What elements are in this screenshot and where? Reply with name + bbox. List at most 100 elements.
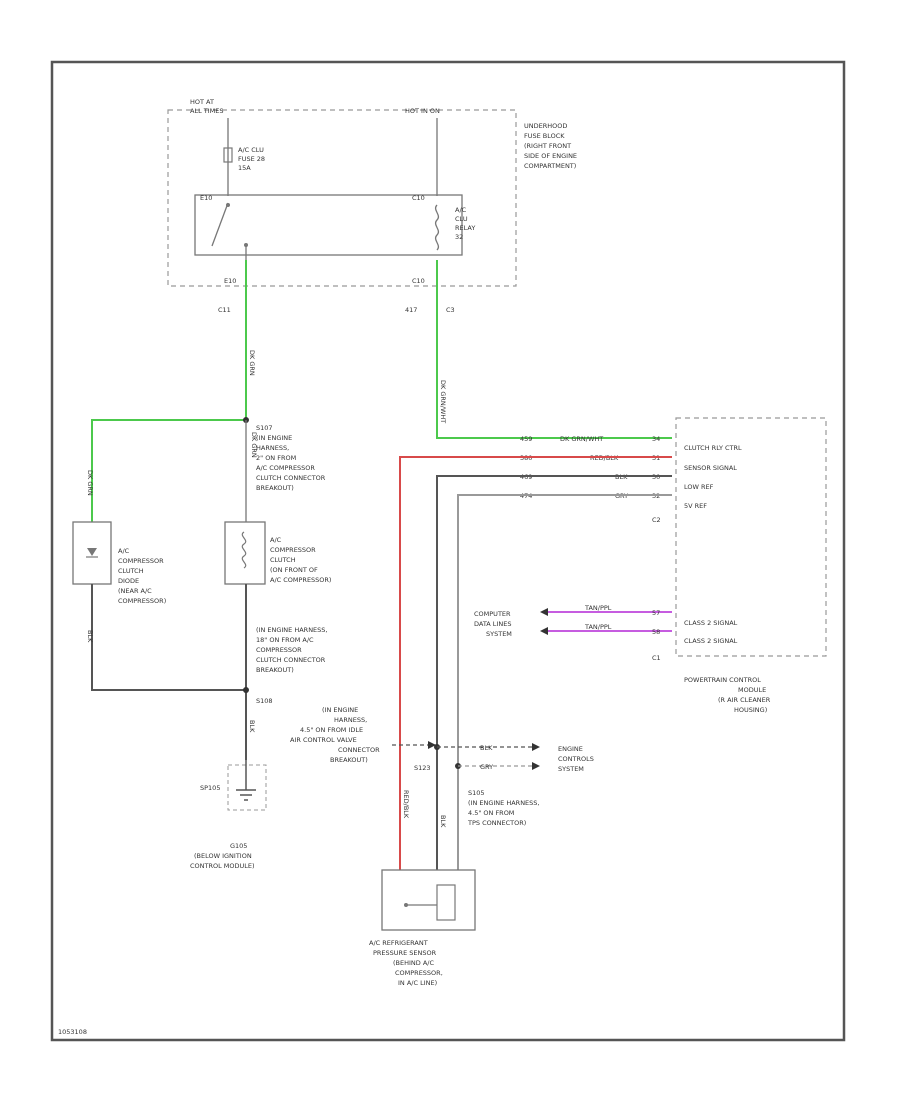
terminal-e10-bottom: E10 [224, 277, 236, 285]
sensor-label-4: COMPRESSOR, [395, 969, 443, 977]
s107-label-3: HARNESS, [256, 444, 289, 452]
wire-label-gry-short: GRY [480, 763, 493, 771]
fuse-block-label-3: (RIGHT FRONT [524, 142, 571, 150]
clutch-label-3: CLUTCH [270, 556, 296, 564]
wire-label-dk-grn-1: DK GRN [248, 350, 256, 376]
engine-controls-3: SYSTEM [558, 765, 584, 773]
wire-label-dk-grn-wht-horizontal: DK GRN/WHT [560, 435, 603, 443]
relay-box [194, 194, 463, 256]
splice-left-6: BREAKOUT) [330, 756, 368, 764]
clutch-label-5: A/C COMPRESSOR) [270, 576, 331, 584]
terminal-e10-top: E10 [200, 194, 212, 202]
splice-s123-label: S123 [414, 764, 431, 772]
diagram-frame [50, 60, 846, 1042]
diode-label-2: COMPRESSOR [118, 557, 164, 565]
hot-at-all-times-line1: HOT AT [190, 98, 214, 106]
pcm-outline [675, 417, 827, 657]
hot-at-all-times-line2: ALL TIMES [190, 107, 223, 115]
sensor-label-3: (BEHIND A/C [393, 959, 434, 967]
s108-label-5: BREAKOUT) [256, 666, 294, 674]
fuse-symbol [223, 147, 233, 163]
s105-label-3: 4.5" ON FROM [468, 809, 514, 817]
splice-s108-dot [243, 687, 249, 693]
wire-num-459: 459 [520, 435, 532, 443]
ground-dashed-box [227, 764, 267, 811]
wire-label-red-blk-vertical: RED/BLK [402, 790, 410, 819]
pcm-name-4: HOUSING) [734, 706, 767, 714]
wire-label-purple-1: TAN/PPL [584, 604, 612, 612]
sensor-label-2: PRESSURE SENSOR [373, 949, 437, 957]
wire-dk-grn-wht [436, 260, 672, 439]
pcm-name-1: POWERTRAIN CONTROL [684, 676, 761, 684]
wire-label-blk-short: BLK [480, 744, 493, 752]
pin-34: 34 [652, 435, 660, 443]
fuse-block-outline [167, 109, 517, 287]
splice-left-4: AIR CONTROL VALVE [290, 736, 357, 744]
fuse-label-1: A/C CLU [238, 146, 264, 154]
diode-label-3: CLUTCH [118, 567, 144, 575]
pcm-line-sensor-signal: SENSOR SIGNAL [684, 464, 737, 472]
wire-blk [436, 475, 672, 870]
sensor-box [381, 869, 476, 931]
wire-label-blk-diode: BLK [86, 630, 94, 643]
wire-label-blk-vertical: BLK [439, 815, 447, 828]
s108-label-6: S108 [256, 697, 273, 705]
ground-label-1: G105 [230, 842, 247, 850]
pin-58: 58 [652, 628, 660, 636]
pcm-line-low-ref: LOW REF [684, 483, 714, 491]
diode-label-6: COMPRESSOR) [118, 597, 166, 605]
s107-label-5: A/C COMPRESSOR [256, 464, 315, 472]
hot-in-on-label: HOT IN ON [405, 107, 440, 115]
s108-label-2: 18" ON FROM A/C [256, 636, 314, 644]
computer-data-2: DATA LINES [474, 620, 511, 628]
s107-label-2: (IN ENGINE [256, 434, 292, 442]
wire-label-dk-grn-3: DK GRN [250, 432, 258, 458]
connector-c11: C11 [218, 306, 231, 314]
wire-label-dk-grn-2: DK GRN [86, 470, 94, 496]
pcm-class2-1: CLASS 2 SIGNAL [684, 619, 738, 627]
s107-label-4: 2" ON FROM [256, 454, 296, 462]
pcm-line-clutch-rly: CLUTCH RLY CTRL [684, 444, 742, 452]
ground-label-3: CONTROL MODULE) [190, 862, 255, 870]
s108-label-1: (IN ENGINE HARNESS, [256, 626, 327, 634]
ground-label-2: (BELOW IGNITION [194, 852, 252, 860]
fuse-block-label-5: COMPARTMENT) [524, 162, 576, 170]
pin-417: 417 [405, 306, 417, 314]
fuse-block-label-1: UNDERHOOD [524, 122, 567, 130]
footer-code: 1053108 [58, 1028, 87, 1036]
wire-label-purple-2: TAN/PPL [584, 623, 612, 631]
pcm-class2-2: CLASS 2 SIGNAL [684, 637, 738, 645]
splice-left-1: (IN ENGINE [322, 706, 358, 714]
splice-left-5: CONNECTOR [338, 746, 380, 754]
terminal-c10-top: C10 [412, 194, 425, 202]
relay-label-1: A/C [455, 206, 467, 214]
sensor-inner [436, 884, 456, 921]
pcm-name-3: (R AIR CLEANER [718, 696, 771, 704]
s108-label-3: COMPRESSOR [256, 646, 302, 654]
s107-label-6: CLUTCH CONNECTOR [256, 474, 326, 482]
connector-c3: C3 [446, 306, 455, 314]
pcm-name-2: MODULE [738, 686, 766, 694]
clutch-label-4: (ON FRONT OF [270, 566, 318, 574]
fuse-label-2: FUSE 28 [238, 155, 265, 163]
connector-c1: C1 [652, 654, 661, 662]
s107-label-7: BREAKOUT) [256, 484, 294, 492]
pin-57: 57 [652, 609, 660, 617]
computer-data-3: SYSTEM [486, 630, 512, 638]
relay-label-2: CLU [455, 215, 468, 223]
wire-label-blk-clutch: BLK [248, 720, 256, 733]
fuse-block-label-4: SIDE OF ENGINE [524, 152, 577, 160]
engine-controls-1: ENGINE [558, 745, 583, 753]
splice-left-3: 4.5" ON FROM IDLE [300, 726, 363, 734]
computer-data-1: COMPUTER [474, 610, 511, 618]
pcm-line-5v-ref: 5V REF [684, 502, 707, 510]
diode-label-1: A/C [118, 547, 130, 555]
s105-label-1: S105 [468, 789, 485, 797]
clutch-label-2: COMPRESSOR [270, 546, 316, 554]
wire-label-dk-grn-wht-vertical: DK GRN/WHT [439, 380, 447, 423]
engine-controls-2: CONTROLS [558, 755, 594, 763]
relay-label-4: 32 [455, 233, 463, 241]
wire-dk-grn-diode [91, 419, 246, 522]
s108-label-4: CLUTCH CONNECTOR [256, 656, 326, 664]
